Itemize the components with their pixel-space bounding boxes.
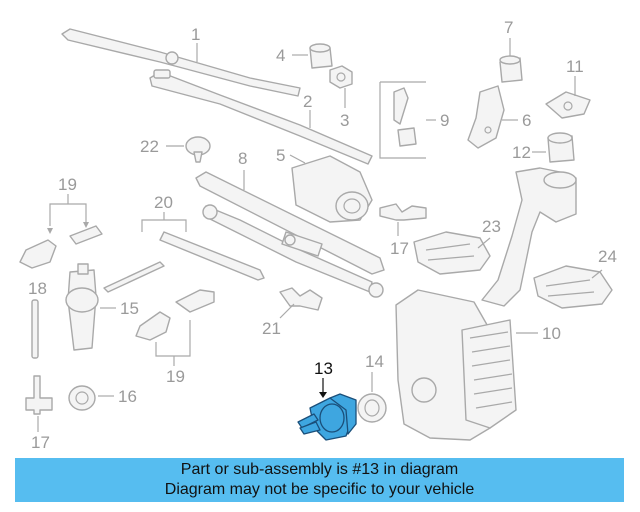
callout-1: 1 xyxy=(191,25,200,44)
callout-19a: 19 xyxy=(58,175,77,194)
clip-part-22 xyxy=(185,136,211,163)
callout-16: 16 xyxy=(118,387,137,406)
kit-part-9 xyxy=(379,81,426,159)
callout-7: 7 xyxy=(504,18,513,37)
connector-part-17-right xyxy=(379,203,427,221)
callout-17b: 17 xyxy=(390,239,409,258)
callout-8: 8 xyxy=(238,149,247,168)
callout-5: 5 xyxy=(276,146,285,165)
callout-20: 20 xyxy=(154,193,173,212)
callout-13: 13 xyxy=(314,359,333,378)
wiper-arm-part-1 xyxy=(61,28,301,97)
callout-12: 12 xyxy=(512,143,531,162)
rod-part-20 xyxy=(103,231,265,293)
wiper-motor-part-5 xyxy=(291,155,373,223)
callout-11: 11 xyxy=(566,57,584,76)
washer-pump-part-15 xyxy=(65,263,99,351)
callout-18: 18 xyxy=(28,279,47,298)
callout-22: 22 xyxy=(140,137,159,156)
parts-diagram: 1 2 3 4 5 6 7 xyxy=(19,18,617,452)
callout-3: 3 xyxy=(340,111,349,130)
nozzle-part-19-top xyxy=(19,225,103,269)
banner-line-2: Diagram may not be specific to your vehi… xyxy=(164,481,475,498)
cap-part-4 xyxy=(309,43,333,69)
nut-part-3 xyxy=(329,65,353,89)
callout-19b: 19 xyxy=(166,367,185,386)
nozzle-cover-part-23 xyxy=(413,231,491,275)
grommet-part-7 xyxy=(499,55,523,83)
callout-14: 14 xyxy=(365,352,384,371)
callout-15: 15 xyxy=(120,299,139,318)
wiper-blade-part-2 xyxy=(149,69,373,165)
mount-part-11 xyxy=(545,91,591,119)
seal-part-14 xyxy=(357,393,387,423)
callout-24: 24 xyxy=(598,247,617,266)
y-connector-part-21 xyxy=(279,287,323,311)
connector-part-17-left xyxy=(25,375,53,415)
callout-2: 2 xyxy=(303,92,312,111)
callout-21: 21 xyxy=(262,319,281,338)
callout-9: 9 xyxy=(440,111,449,130)
washer-reservoir-part-10 xyxy=(395,167,577,441)
wiper-linkage-part-8 xyxy=(195,171,385,298)
washer-pump-part-13-highlighted xyxy=(297,393,357,441)
callout-10: 10 xyxy=(542,324,561,343)
info-banner: Part or sub-assembly is #13 in diagram D… xyxy=(15,458,624,502)
hose-part-18 xyxy=(31,299,39,359)
banner-line-1: Part or sub-assembly is #13 in diagram xyxy=(180,461,459,478)
callout-4: 4 xyxy=(276,46,285,65)
grommet-part-16 xyxy=(68,385,96,411)
filler-cap-part-12 xyxy=(547,132,575,163)
nozzle-cover-part-24 xyxy=(533,265,613,309)
nozzle-part-19-bottom xyxy=(135,289,215,341)
callout-23: 23 xyxy=(482,217,501,236)
callout-6: 6 xyxy=(522,111,531,130)
bracket-part-6 xyxy=(467,85,505,149)
callout-17a: 17 xyxy=(31,433,50,452)
